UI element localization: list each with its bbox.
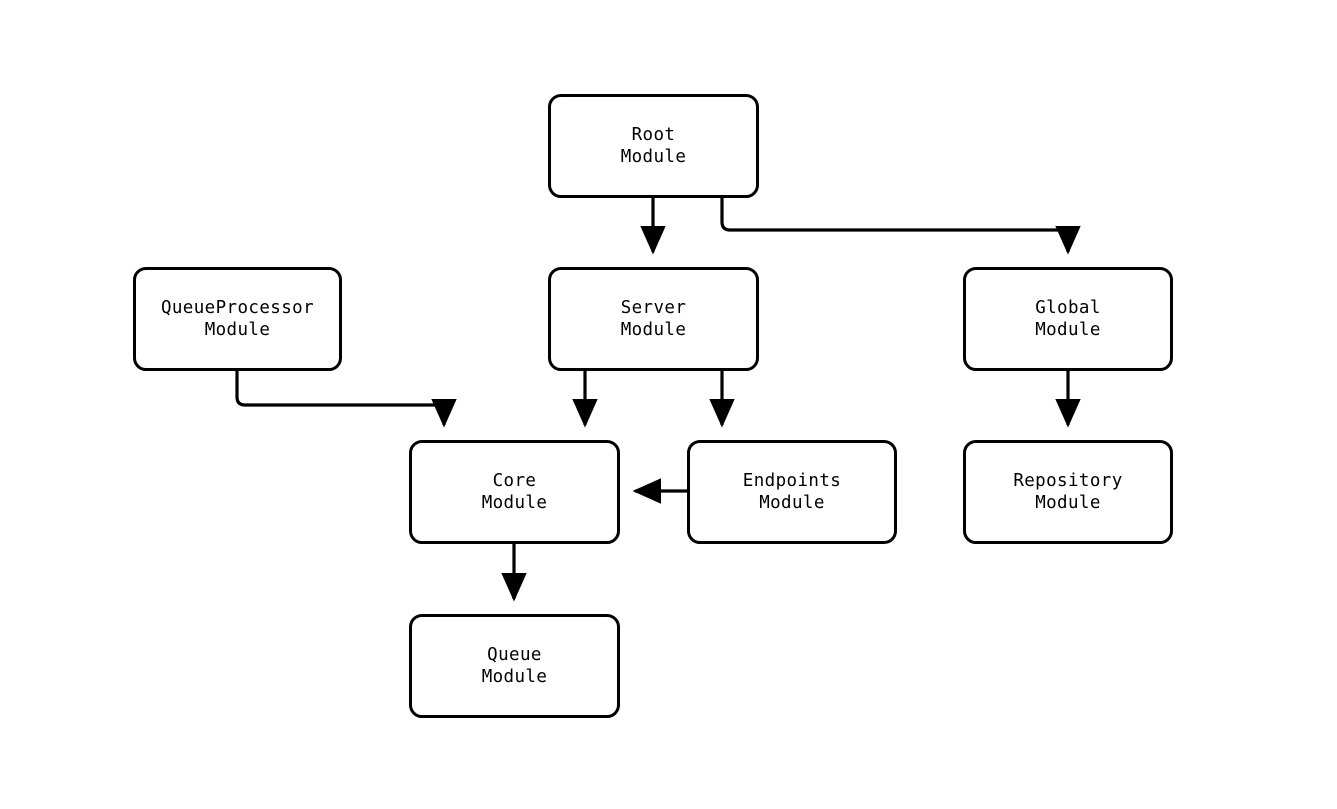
- node-core-module-title: Core: [492, 471, 537, 491]
- node-core-module[interactable]: Core Module: [409, 440, 620, 544]
- node-repository-module-subtitle: Module: [1035, 493, 1101, 513]
- node-queueprocessor-module-title: QueueProcessor: [160, 298, 315, 318]
- node-queue-module[interactable]: Queue Module: [409, 614, 620, 718]
- node-endpoints-module-subtitle: Module: [759, 493, 825, 513]
- node-global-module-subtitle: Module: [1035, 320, 1101, 340]
- node-endpoints-module[interactable]: Endpoints Module: [687, 440, 897, 544]
- node-core-module-subtitle: Module: [481, 493, 548, 513]
- node-repository-module[interactable]: Repository Module: [963, 440, 1173, 544]
- node-queueprocessor-module-subtitle: Module: [204, 320, 271, 340]
- node-root-module-subtitle: Module: [620, 147, 687, 167]
- node-global-module[interactable]: Global Module: [963, 267, 1173, 371]
- node-queue-module-subtitle: Module: [481, 667, 548, 687]
- node-repository-module-title: Repository: [1013, 471, 1123, 491]
- node-queueprocessor-module[interactable]: QueueProcessor Module: [133, 267, 342, 371]
- node-server-module-subtitle: Module: [620, 320, 687, 340]
- node-global-module-title: Global: [1035, 298, 1101, 318]
- node-endpoints-module-title: Endpoints: [742, 471, 842, 491]
- node-queue-module-title: Queue: [487, 645, 542, 665]
- node-root-module[interactable]: Root Module: [548, 94, 759, 198]
- node-server-module-title: Server: [620, 298, 687, 318]
- node-root-module-title: Root: [631, 125, 676, 145]
- edge-root-global: [720, 198, 1081, 255]
- edge-queueprocessor-core: [235, 371, 457, 428]
- node-server-module[interactable]: Server Module: [548, 267, 759, 371]
